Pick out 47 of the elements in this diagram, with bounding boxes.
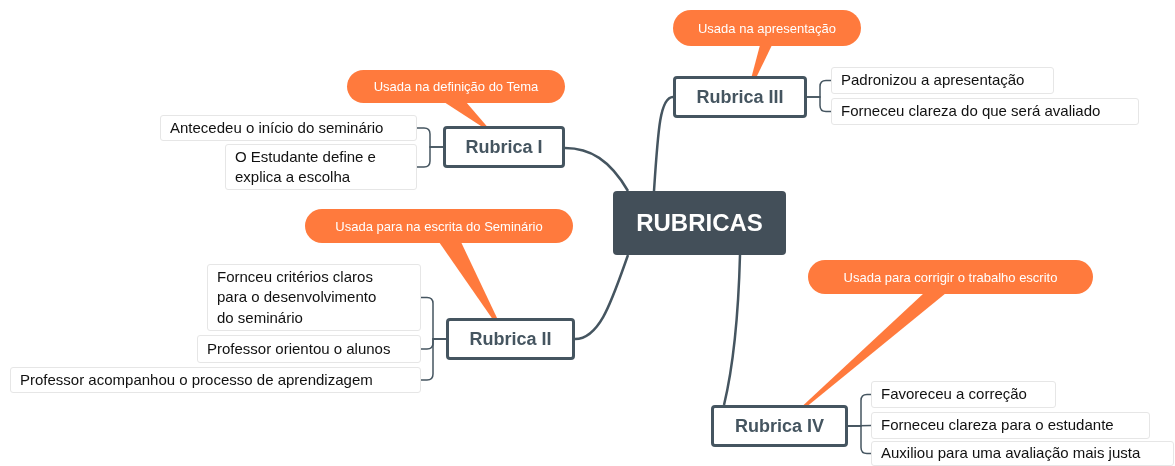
- subtopic-text: Antecedeu o início do seminário: [170, 117, 384, 138]
- connector-line: [564, 146, 630, 192]
- connector-line: [652, 95, 674, 192]
- subtopic-text: Fornceu critérios claros para o desenvolvimento do seminário: [217, 267, 378, 328]
- central-topic-box: [613, 191, 786, 255]
- callout-text: Usada para corrigir o trabalho escrito: [843, 269, 1058, 285]
- subtopic-text: Professor acompanhou o processo de aprendizagem: [20, 369, 373, 390]
- connector-line: [806, 96, 832, 113]
- connector-line: [722, 254, 742, 406]
- topic-label: RUBRICAS: [636, 209, 763, 237]
- topic-label: Rubrica I: [465, 136, 543, 158]
- subtopic-text: Forneceu clareza do que será avaliado: [841, 101, 1101, 122]
- topic-box: [443, 126, 565, 168]
- topic-box: [673, 76, 807, 118]
- subtopic-text: Favoreceu a correção: [881, 384, 1027, 405]
- callout-pointer: [751, 45, 772, 77]
- connector-line: [574, 254, 630, 341]
- topic-label: Rubrica II: [469, 328, 552, 350]
- subtopic-box: [207, 264, 421, 331]
- connector-line: [420, 338, 447, 381]
- callout-pointer: [444, 102, 488, 127]
- callout-text: Usada na definição do Tema: [373, 79, 539, 94]
- subtopic-box: [871, 441, 1174, 466]
- topic-box: [711, 405, 848, 447]
- callout-text: Usada na apresentação: [697, 20, 836, 36]
- topic-box: [446, 318, 575, 360]
- subtopic-text: O Estudante define e explica a escolha: [235, 146, 377, 187]
- connector-line: [847, 425, 872, 455]
- subtopic-box: [160, 115, 417, 141]
- callout-pointer: [439, 242, 498, 319]
- topic-label: Rubrica III: [696, 86, 784, 108]
- subtopic-text: Professor orientou o alunos: [207, 338, 391, 359]
- callout-bubble: [808, 260, 1093, 294]
- subtopic-box: [871, 412, 1150, 439]
- callout-pointer: [802, 293, 946, 406]
- subtopic-box: [197, 335, 421, 363]
- connector-line: [416, 146, 444, 168]
- subtopic-text: Padronizou a apresentação: [841, 70, 1025, 91]
- subtopic-box: [831, 98, 1139, 125]
- subtopic-box: [10, 367, 421, 393]
- subtopic-box: [225, 144, 417, 190]
- callout-text: Usada para na escrita do Seminário: [335, 218, 543, 234]
- subtopic-box: [831, 67, 1054, 94]
- subtopic-box: [871, 381, 1056, 408]
- subtopic-text: Auxiliou para uma avaliação mais justa: [881, 443, 1141, 464]
- topic-label: Rubrica IV: [735, 415, 824, 437]
- subtopic-text: Forneceu clareza para o estudante: [881, 415, 1114, 436]
